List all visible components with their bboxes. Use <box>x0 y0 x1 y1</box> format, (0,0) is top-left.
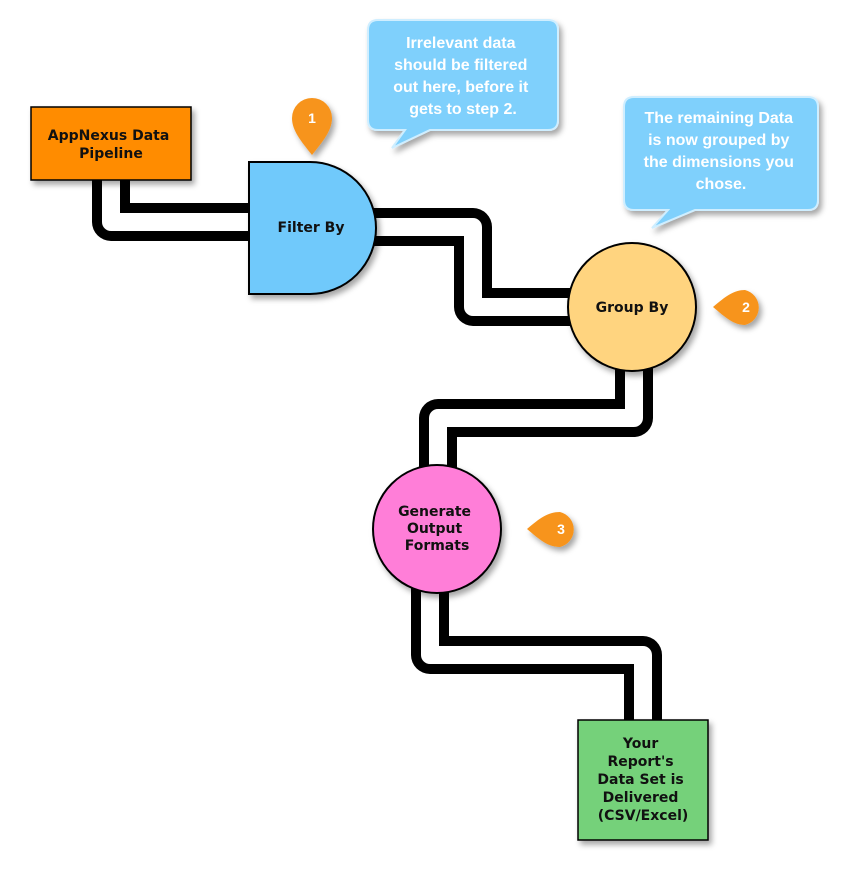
pipeline-label: AppNexus Data Pipeline <box>48 128 174 162</box>
group-note-line: chose. <box>696 176 747 193</box>
delivered-label-line: Report's <box>607 754 673 770</box>
step-3-badge: 3 <box>527 512 574 547</box>
pipe-group-to-output <box>419 360 653 485</box>
step-2-badge: 2 <box>713 290 759 325</box>
delivered-label-line: Delivered <box>603 790 679 806</box>
group-note-line: The remaining Data <box>645 110 794 127</box>
delivered-label-line: Your <box>622 736 658 752</box>
pipe-filter-to-group <box>370 208 580 326</box>
step-2-label: 2 <box>742 299 750 315</box>
group-node: Group By <box>567 242 697 372</box>
filter-note-line: Irrelevant data <box>406 35 515 52</box>
filter-note-line: gets to step 2. <box>409 101 517 118</box>
group-note-line: is now grouped by <box>648 132 789 149</box>
filter-note-line: out here, before it <box>393 79 529 96</box>
group-label: Group By <box>596 300 669 316</box>
pipe-output-to-delivered <box>411 580 662 725</box>
step-3-label: 3 <box>557 521 565 537</box>
filter-node: Filter By <box>248 161 377 295</box>
filter-note-callout: Irrelevant data should be filtered out h… <box>367 19 559 149</box>
pipeline-node: AppNexus Data Pipeline <box>30 106 192 181</box>
group-label-line: Group By <box>596 300 669 316</box>
filter-label: Filter By <box>278 220 345 236</box>
output-label-line: Generate <box>398 504 471 520</box>
delivered-label: Your Report's Data Set is Delivered (CSV… <box>597 736 688 824</box>
step-1-badge: 1 <box>292 98 332 155</box>
pipes <box>92 175 662 725</box>
step-1-label: 1 <box>308 110 316 126</box>
filter-label-line: Filter By <box>278 220 345 236</box>
group-note-line: the dimensions you <box>644 154 794 171</box>
output-node: Generate Output Formats <box>372 464 502 594</box>
delivered-node: Your Report's Data Set is Delivered (CSV… <box>577 719 709 841</box>
filter-note-text: Irrelevant data should be filtered out h… <box>393 35 533 118</box>
group-note-text: The remaining Data is now grouped by the… <box>644 110 799 193</box>
pipe-pipeline-to-filter <box>92 175 255 241</box>
delivered-label-line: Data Set is <box>597 772 683 788</box>
delivered-label-line: (CSV/Excel) <box>598 808 689 824</box>
group-note-callout: The remaining Data is now grouped by the… <box>623 96 819 229</box>
output-label-line: Output <box>407 521 463 537</box>
filter-note-line: should be filtered <box>394 57 527 74</box>
output-label-line: Formats <box>405 538 470 554</box>
output-label: Generate Output Formats <box>398 504 476 554</box>
pipeline-label-line: Pipeline <box>79 146 143 162</box>
pipeline-label-line: AppNexus Data <box>48 128 170 144</box>
